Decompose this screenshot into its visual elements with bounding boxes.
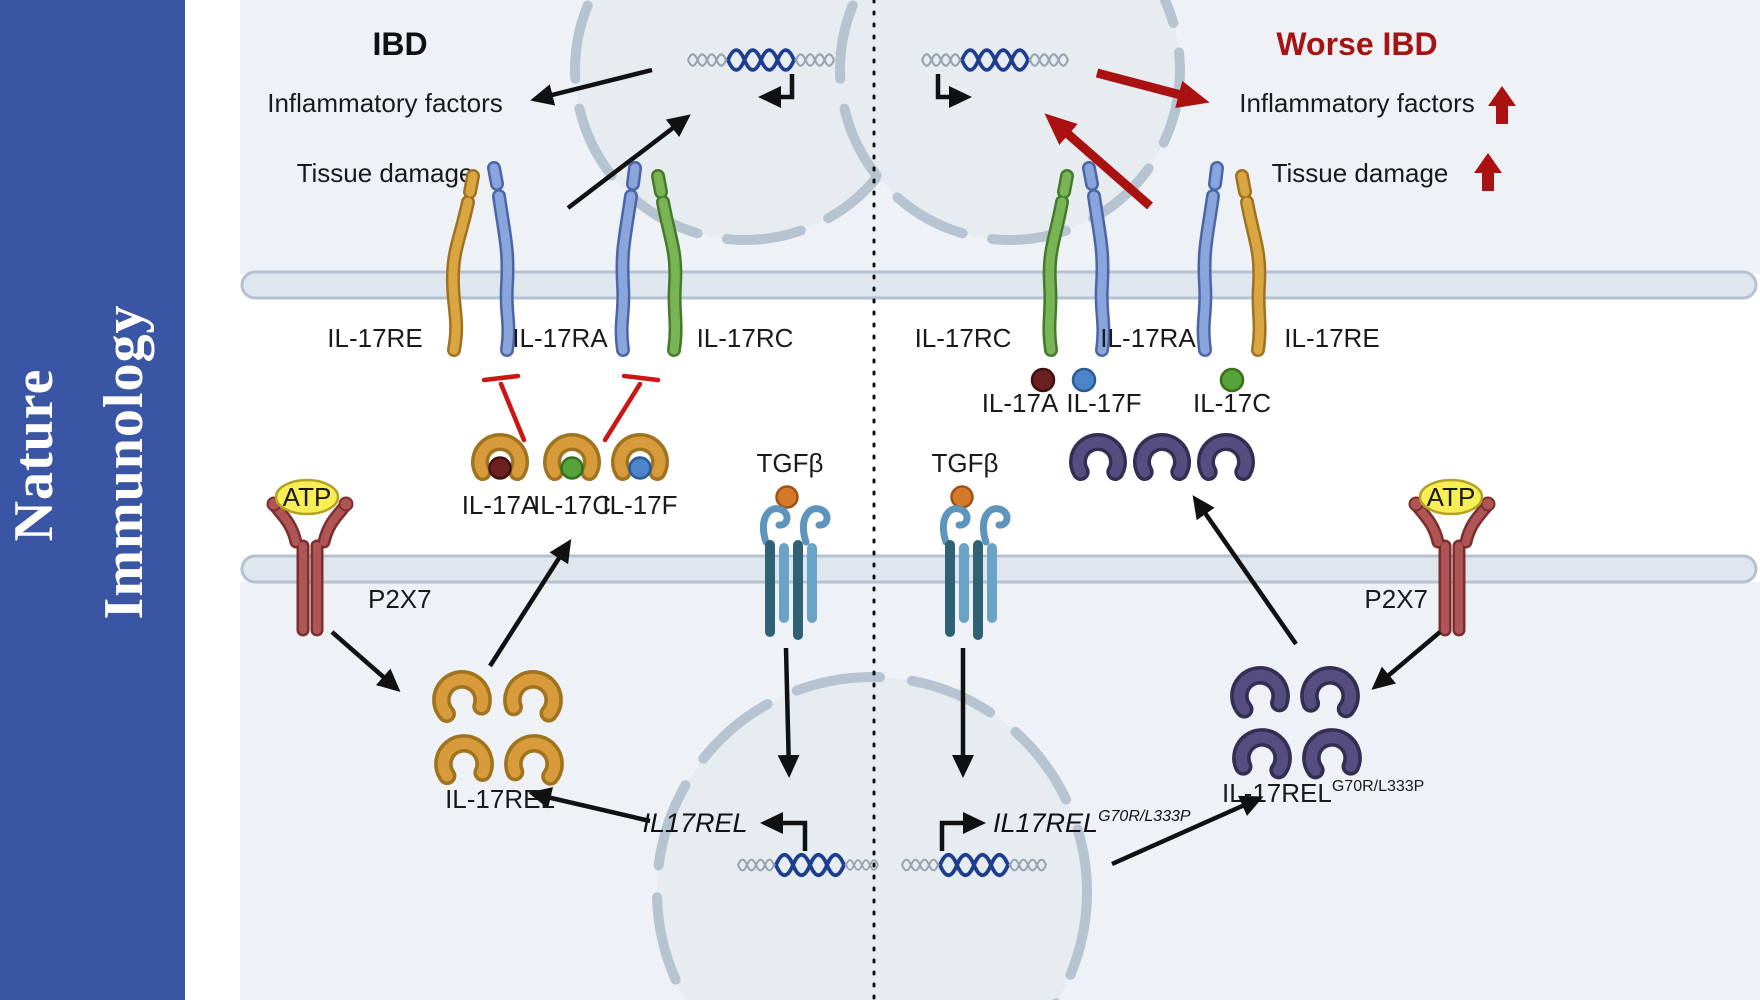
il17a-cytokine-icon <box>488 456 512 480</box>
gene-to-protein-arrow-icon <box>528 787 651 824</box>
il17rc-receptor-icon <box>1042 169 1074 357</box>
right-decoy-il17rel-row <box>1078 442 1246 472</box>
left-il17c-label: IL-17C <box>533 490 611 520</box>
atp-molecule-icon <box>274 478 340 516</box>
bottom-left-gene: IL17REL <box>528 787 880 878</box>
secretion-arrow-icon <box>1192 495 1298 646</box>
left-tgfb-label: TGFβ <box>757 448 824 478</box>
right-il17rc-label: IL-17RC <box>915 323 1012 353</box>
tgfb-receptor-icon <box>939 505 1011 640</box>
right-inflammatory-factors-label: Inflammatory factors <box>1239 88 1475 118</box>
inhibition-tee-icon <box>602 373 661 443</box>
journal-name-line2: Immunology <box>93 305 155 620</box>
right-tissue-damage-label: Tissue damage <box>1272 158 1449 188</box>
il17ra-receptor-icon <box>487 161 516 357</box>
top-left-dna <box>686 48 836 108</box>
bottom-right-gene: IL17RELG70R/L333P <box>900 795 1264 878</box>
increase-arrow-icon <box>1488 86 1516 124</box>
right-il17c-label: IL-17C <box>1193 388 1271 418</box>
right-tgfb-label: TGFβ <box>932 448 999 478</box>
il17rc-receptor-icon <box>651 169 683 357</box>
nucleus-to-inflammation-red-arrow-icon <box>1095 68 1210 108</box>
il17c-cytokine-icon <box>1219 367 1245 393</box>
left-gene-label: IL17REL <box>642 808 747 838</box>
bottom-cell-membrane <box>240 554 1758 584</box>
mutant-il17rel-icon <box>1142 442 1182 472</box>
mutant-il17rel-icon <box>1206 442 1246 472</box>
il17f-cytokine-icon <box>628 456 652 480</box>
p2x7-signal-arrow-icon <box>1371 630 1442 690</box>
right-bound-cytokines: IL-17A IL-17F IL-17C <box>982 367 1271 418</box>
right-receptor-complexes <box>1042 161 1267 357</box>
left-il17f-label: IL-17F <box>602 490 677 520</box>
left-title: IBD <box>372 26 427 62</box>
left-il17a-label: IL-17A <box>462 490 539 520</box>
atp-molecule-icon <box>1418 478 1484 516</box>
il17re-receptor-icon <box>445 169 480 357</box>
tgfb-ligand-icon <box>950 485 974 509</box>
tgfb-ligand-icon <box>775 485 799 509</box>
inhibition-tee-icon <box>481 373 527 443</box>
right-gene-label: IL17RELG70R/L333P <box>993 808 1191 838</box>
top-right-dna <box>920 48 1070 108</box>
right-p2x7-label: P2X7 <box>1364 584 1428 614</box>
left-tgfb: TGFβ <box>757 448 831 778</box>
receptor-to-nucleus-arrow-icon <box>566 114 691 210</box>
left-outcome-text: IBD Inflammatory factors Tissue damage <box>267 26 691 210</box>
il17re-receptor-icon <box>1235 169 1267 357</box>
transcription-start-arrow-icon <box>758 74 795 108</box>
top-cell-membrane <box>240 270 1758 300</box>
bottom-nucleus <box>652 672 1092 1000</box>
mutant-il17rel-icon <box>1078 442 1118 472</box>
left-tissue-damage-label: Tissue damage <box>297 158 474 188</box>
receptor-to-nucleus-red-arrow-icon <box>1044 113 1153 210</box>
journal-banner-background <box>0 0 185 1000</box>
gene-to-protein-arrow-icon <box>1111 795 1264 867</box>
il17a-cytokine-icon <box>1030 367 1056 393</box>
right-tgfb: TGFβ <box>932 448 1011 778</box>
transcription-start-arrow-icon <box>760 812 808 851</box>
il17ra-receptor-icon <box>1082 161 1111 357</box>
journal-banner: Nature Immunology <box>0 0 185 1000</box>
right-il17f-label: IL-17F <box>1066 388 1141 418</box>
tgfb-signal-arrow-icon <box>777 647 800 778</box>
right-title: Worse IBD <box>1276 26 1437 62</box>
right-il17a-label: IL-17A <box>982 388 1059 418</box>
right-p2x7: ATP P2X7 <box>1364 478 1496 690</box>
left-il17rel-label: IL-17REL <box>445 784 555 814</box>
il17ra-receptor-icon <box>1196 161 1224 357</box>
left-il17re-label: IL-17RE <box>327 323 422 353</box>
il17ra-receptor-icon <box>614 161 642 357</box>
left-il17ra-label: IL-17RA <box>512 323 608 353</box>
left-p2x7-label: P2X7 <box>368 584 432 614</box>
right-il17ra-label: IL-17RA <box>1100 323 1196 353</box>
right-il17re-label: IL-17RE <box>1284 323 1379 353</box>
left-p2x7: ATP P2X7 <box>266 478 432 692</box>
transcription-start-arrow-icon <box>939 812 986 851</box>
left-atp-label: ATP <box>283 482 332 512</box>
left-il17rc-label: IL-17RC <box>697 323 794 353</box>
nucleus-to-inflammation-arrow-icon <box>530 67 653 106</box>
right-atp-label: ATP <box>1427 482 1476 512</box>
increase-arrow-icon <box>1474 153 1502 191</box>
il17c-cytokine-icon <box>560 456 584 480</box>
left-inflammatory-factors-label: Inflammatory factors <box>267 88 503 118</box>
left-receptor-complexes <box>445 161 683 357</box>
p2x7-signal-arrow-icon <box>330 630 401 692</box>
left-captured-cytokines: IL-17A IL-17C IL-17F <box>462 373 678 520</box>
right-outcome-text: Worse IBD Inflammatory factors Tissue da… <box>1044 26 1516 210</box>
journal-name-line1: Nature <box>3 369 65 542</box>
transcription-start-arrow-icon <box>935 74 972 108</box>
tgfb-receptor-icon <box>759 505 831 640</box>
secretion-arrow-icon <box>488 538 572 668</box>
il17f-cytokine-icon <box>1071 367 1097 393</box>
